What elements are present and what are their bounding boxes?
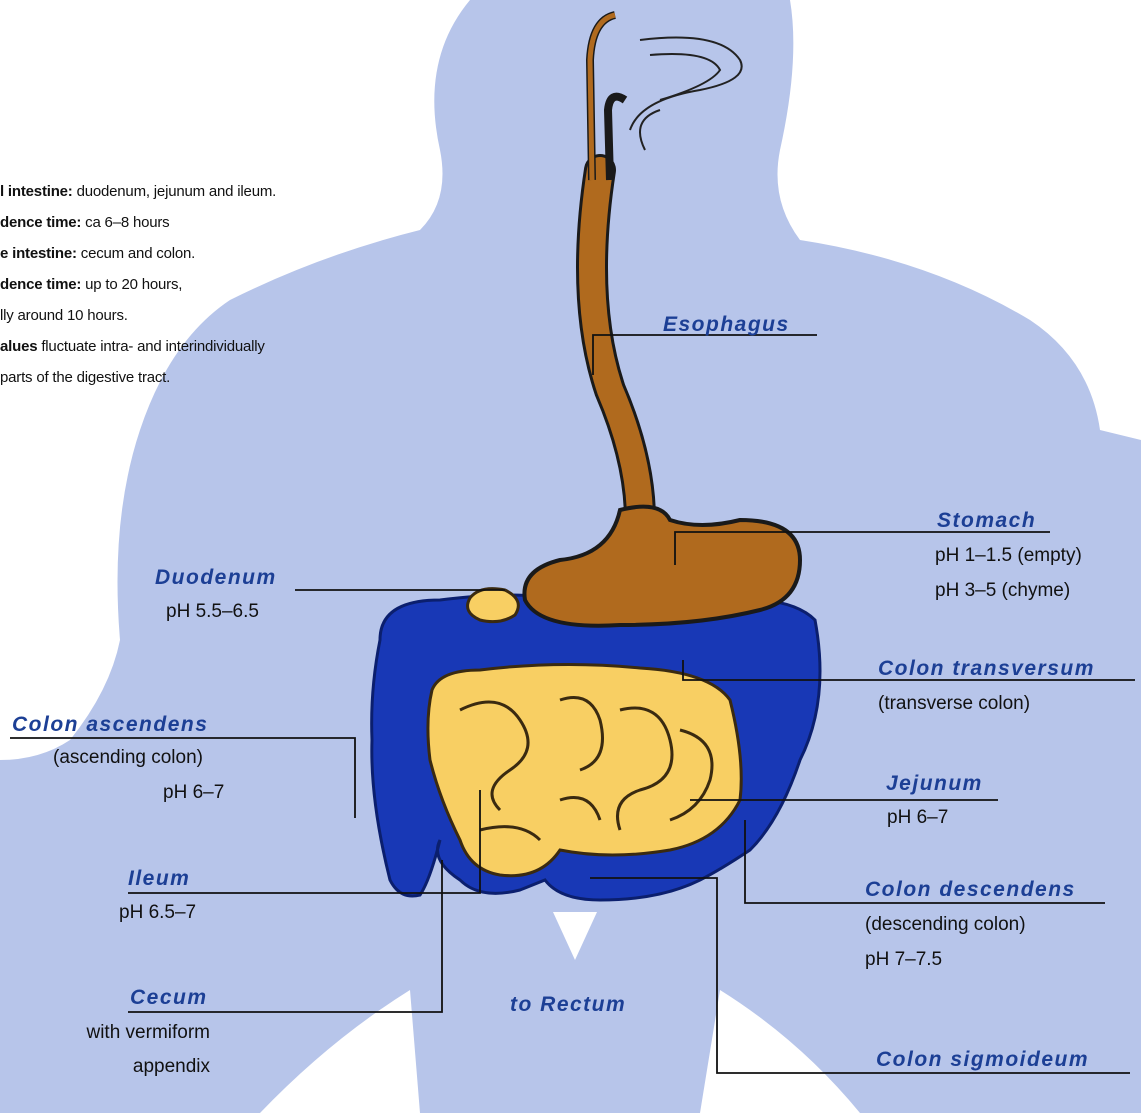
colon-sigmoideum-label: Colon sigmoideum	[876, 1047, 1089, 1073]
colon-ascendens-ph: pH 6–7	[163, 781, 224, 805]
duodenum-shape	[468, 589, 519, 622]
small-intestine-shape	[428, 664, 741, 875]
note-line: e intestine: cecum and colon.	[0, 238, 360, 269]
cecum-label: Cecum	[130, 985, 208, 1011]
note-bold: l intestine:	[0, 183, 73, 200]
stomach-ph-empty: pH 1–1.5 (empty)	[935, 544, 1082, 568]
note-text: lly around 10 hours.	[0, 307, 128, 324]
note-bold: alues	[0, 338, 37, 355]
stomach-label: Stomach	[937, 508, 1036, 534]
note-text: ca 6–8 hours	[81, 214, 169, 231]
esophagus-label: Esophagus	[663, 312, 790, 338]
notes-text: l intestine: duodenum, jejunum and ileum…	[0, 176, 360, 393]
colon-descendens-sub: (descending colon)	[865, 913, 1026, 937]
colon-ascendens-label: Colon ascendens	[12, 712, 208, 738]
ileum-ph: pH 6.5–7	[119, 901, 196, 925]
jejunum-label: Jejunum	[886, 771, 983, 797]
colon-descendens-ph: pH 7–7.5	[865, 948, 942, 972]
note-bold: dence time:	[0, 276, 81, 293]
duodenum-ph: pH 5.5–6.5	[166, 600, 259, 624]
note-bold: e intestine:	[0, 245, 77, 262]
colon-transversum-sub: (transverse colon)	[878, 692, 1030, 716]
colon-transversum-label: Colon transversum	[878, 656, 1095, 682]
duodenum-label: Duodenum	[155, 565, 277, 591]
note-text: fluctuate intra- and interindividually	[37, 338, 264, 355]
note-line: dence time: up to 20 hours,	[0, 269, 360, 300]
ileum-label: Ileum	[128, 866, 190, 892]
note-text: cecum and colon.	[77, 245, 195, 262]
note-line: parts of the digestive tract.	[0, 362, 360, 393]
cecum-sub-line1: with vermiform	[78, 1021, 210, 1045]
note-text: duodenum, jejunum and ileum.	[73, 183, 277, 200]
stomach-ph-chyme: pH 3–5 (chyme)	[935, 579, 1070, 603]
jejunum-ph: pH 6–7	[887, 806, 948, 830]
note-bold: dence time:	[0, 214, 81, 231]
colon-ascendens-sub: (ascending colon)	[53, 746, 203, 770]
note-line: l intestine: duodenum, jejunum and ileum…	[0, 176, 360, 207]
to-rectum-label: to Rectum	[510, 992, 626, 1018]
cecum-sub-line2: appendix	[78, 1055, 210, 1079]
note-text: parts of the digestive tract.	[0, 369, 170, 386]
note-line: lly around 10 hours.	[0, 300, 360, 331]
note-line: dence time: ca 6–8 hours	[0, 207, 360, 238]
note-line: alues fluctuate intra- and interindividu…	[0, 331, 360, 362]
colon-descendens-label: Colon descendens	[865, 877, 1076, 903]
note-text: up to 20 hours,	[81, 276, 182, 293]
